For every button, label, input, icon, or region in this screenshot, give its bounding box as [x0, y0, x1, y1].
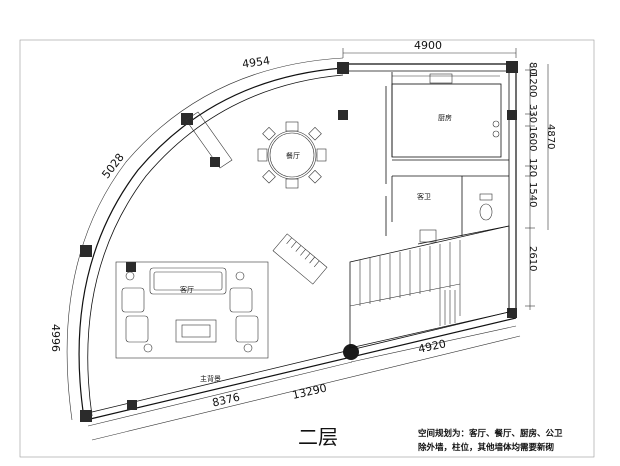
- column: [80, 245, 92, 257]
- bathroom-wall: [417, 225, 510, 245]
- dim-right-1: 80: [527, 62, 538, 75]
- dim-stair-bottom: 4920: [417, 337, 447, 356]
- toilet: [479, 203, 493, 221]
- room-label-dining: 餐厅: [286, 151, 300, 160]
- column: [127, 400, 137, 410]
- dim-top-right: 4900: [414, 39, 442, 52]
- kitchen-sink: [429, 73, 453, 84]
- dim-arc-left: 4996: [49, 324, 62, 352]
- piano-keys: [286, 237, 320, 268]
- curved-dimension-line: [66, 57, 344, 421]
- room-label-tv-wall: 主背景: [200, 374, 221, 383]
- column: [126, 262, 136, 272]
- dim-bottom-total: 13290: [291, 381, 328, 402]
- dim-right-5: 120: [527, 158, 538, 177]
- floor-label: 二层: [298, 425, 338, 449]
- round-column: [343, 344, 359, 360]
- staircase-outline: [349, 225, 510, 349]
- bottom-wall-outer: [85, 317, 517, 421]
- room-label-kitchen: 厨房: [438, 113, 452, 122]
- stove-burner: [492, 130, 500, 138]
- dim-right-4: 1600: [527, 126, 538, 151]
- dim-bottom-partial: 8376: [211, 391, 241, 410]
- curved-outer-wall: [78, 67, 344, 419]
- column: [506, 61, 518, 73]
- stove-burner: [492, 120, 500, 128]
- column: [80, 410, 92, 422]
- dim-right-stair: 2610: [527, 246, 538, 271]
- piano: [272, 233, 328, 285]
- column: [507, 308, 517, 318]
- column: [338, 110, 348, 120]
- dining-table-set: [257, 121, 327, 189]
- column: [210, 157, 220, 167]
- balcony-steps: [185, 111, 233, 169]
- dim-right-6: 1540: [527, 182, 538, 207]
- note-line-2: 除外墙，柱位，其他墙体均需要新砌: [418, 442, 555, 453]
- dim-right-3: 330: [527, 104, 538, 123]
- room-label-bathroom: 客卫: [417, 192, 431, 201]
- room-label-living: 客厅: [180, 285, 194, 294]
- column: [337, 62, 349, 74]
- dim-line-bottom-inner: [87, 361, 353, 427]
- toilet-tank: [479, 193, 493, 201]
- dim-line-stair: [350, 325, 517, 363]
- column: [507, 110, 517, 120]
- dim-line-bottom: [91, 335, 521, 441]
- stair-treads: [349, 240, 461, 326]
- curved-inner-wall: [87, 74, 344, 417]
- note-line-1: 空间规划为：客厅、餐厅、厨房、公卫: [418, 428, 563, 439]
- living-room-sofa-set: [115, 261, 269, 359]
- bottom-wall-inner: [91, 311, 510, 413]
- bathroom-sink: [419, 229, 437, 243]
- dim-arc-top: 4954: [241, 54, 271, 71]
- dim-right-total: 4870: [545, 124, 556, 149]
- dim-right-2: 1200: [527, 72, 538, 97]
- plan-border: [19, 39, 595, 458]
